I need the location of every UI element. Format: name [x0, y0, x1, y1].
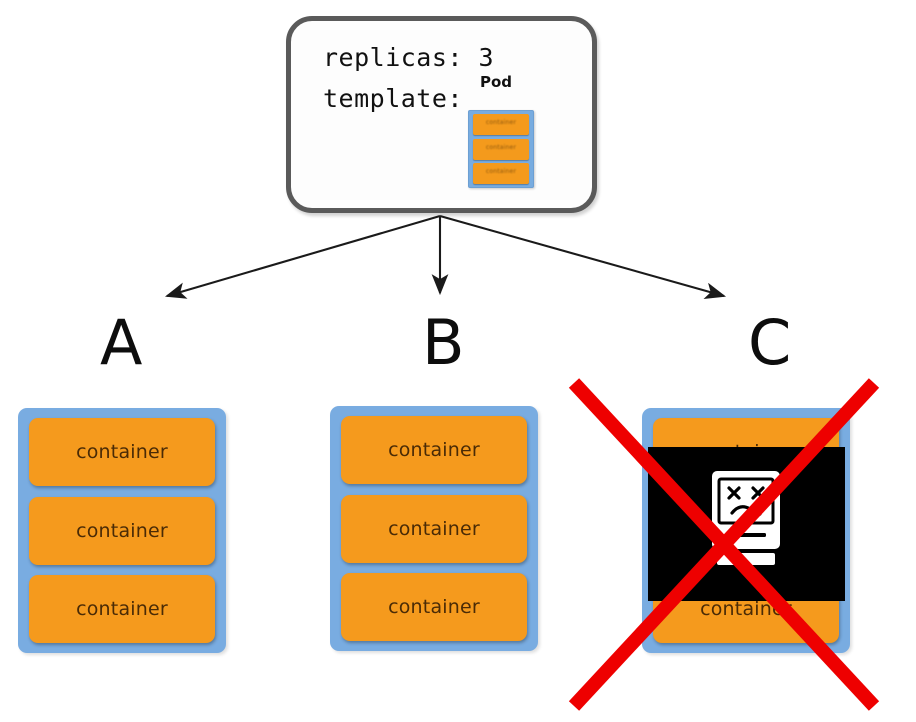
container-label: container: [76, 441, 168, 463]
sad-mac-icon: [712, 471, 780, 565]
pod-b-container-2[interactable]: container: [341, 494, 527, 563]
pod-a-container-1[interactable]: container: [29, 418, 215, 486]
spec-replicas-line: replicas: 3: [323, 43, 495, 72]
arrow-to-pod-c: [439, 214, 727, 299]
pod-a-container-3[interactable]: container: [29, 575, 215, 643]
mini-pod-container: container: [473, 114, 529, 135]
mini-pod-label: Pod: [480, 73, 513, 91]
spec-template-line: template:: [323, 84, 463, 113]
mini-pod-template: container container container: [468, 110, 534, 188]
container-label: container: [700, 598, 792, 620]
group-letter-a: A: [100, 306, 143, 379]
pod-a-container-2[interactable]: container: [29, 496, 215, 565]
pod-b-container-1[interactable]: container: [341, 416, 527, 484]
mini-pod-container-label: container: [485, 143, 517, 151]
container-label: container: [388, 517, 480, 540]
group-letter-b: B: [422, 306, 465, 379]
container-label: container: [388, 596, 480, 618]
deployment-spec-box: replicas: 3 template:: [286, 16, 597, 213]
container-label: container: [388, 439, 480, 461]
pod-c-crash-screen: [648, 447, 845, 601]
pod-b-container-3[interactable]: container: [341, 573, 527, 641]
group-letter-c: C: [748, 306, 792, 379]
container-label: container: [76, 598, 168, 620]
arrow-to-pod-a: [164, 214, 441, 299]
mini-pod-container: container: [473, 163, 529, 184]
mini-pod-container-label: container: [485, 168, 517, 175]
mini-pod-container-label: container: [485, 119, 517, 126]
pod-a[interactable]: container container container: [18, 408, 226, 653]
pod-b[interactable]: container container container: [330, 406, 538, 651]
container-label: container: [76, 519, 168, 542]
mini-pod-container: container: [473, 138, 529, 160]
